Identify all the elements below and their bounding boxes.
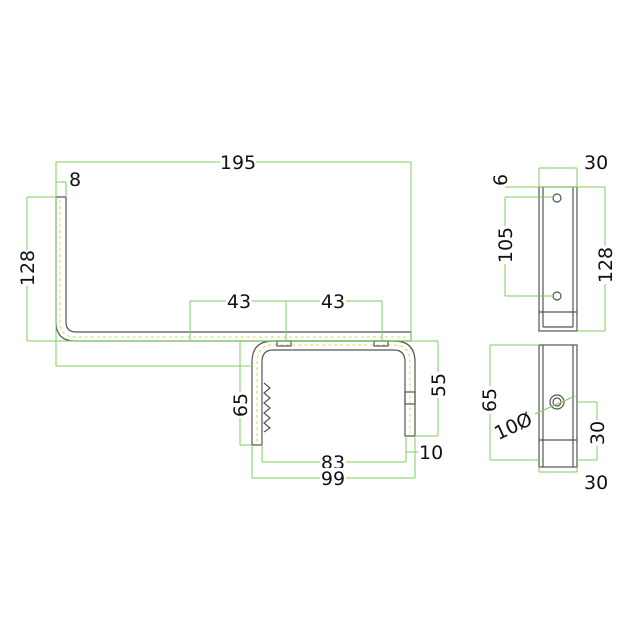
dim-clamp-height: 65 bbox=[230, 393, 252, 417]
dim-hole-spacing: 105 bbox=[495, 227, 517, 263]
bracket-front-view bbox=[538, 186, 578, 332]
dim-front-height: 128 bbox=[595, 247, 617, 283]
dim-front-width: 30 bbox=[584, 152, 608, 174]
serrated-edge bbox=[263, 382, 272, 433]
dim-thickness: 8 bbox=[69, 169, 81, 191]
dim-clamp-lip: 10 bbox=[419, 442, 443, 464]
dim-clamp-view-height: 65 bbox=[479, 388, 501, 412]
clamp-hole bbox=[549, 394, 565, 410]
front-view-dimensions: 30 6 105 128 bbox=[490, 152, 617, 332]
dim-hole-spacing-2: 43 bbox=[321, 291, 345, 313]
side-view-labels: 195 8 128 43 43 65 55 83 10 99 bbox=[17, 150, 450, 490]
dim-hole-height: 30 bbox=[587, 421, 609, 445]
mounting-hole-bottom bbox=[552, 291, 562, 301]
dim-hole-offset: 6 bbox=[490, 174, 512, 186]
dim-height: 128 bbox=[17, 250, 39, 286]
side-view-dimensions bbox=[26, 161, 439, 479]
clamp-view-dimensions: 65 10Ø 30 30 bbox=[479, 344, 609, 494]
dim-clamp-view-width: 30 bbox=[584, 472, 608, 494]
dim-hole-spacing-1: 43 bbox=[227, 291, 251, 313]
dim-clamp-inner-height: 55 bbox=[428, 373, 450, 397]
dim-clamp-outer-width: 99 bbox=[321, 468, 345, 490]
dim-overall-length: 195 bbox=[220, 152, 256, 174]
mounting-hole-top bbox=[552, 193, 562, 203]
clamp-end-view bbox=[538, 344, 578, 468]
